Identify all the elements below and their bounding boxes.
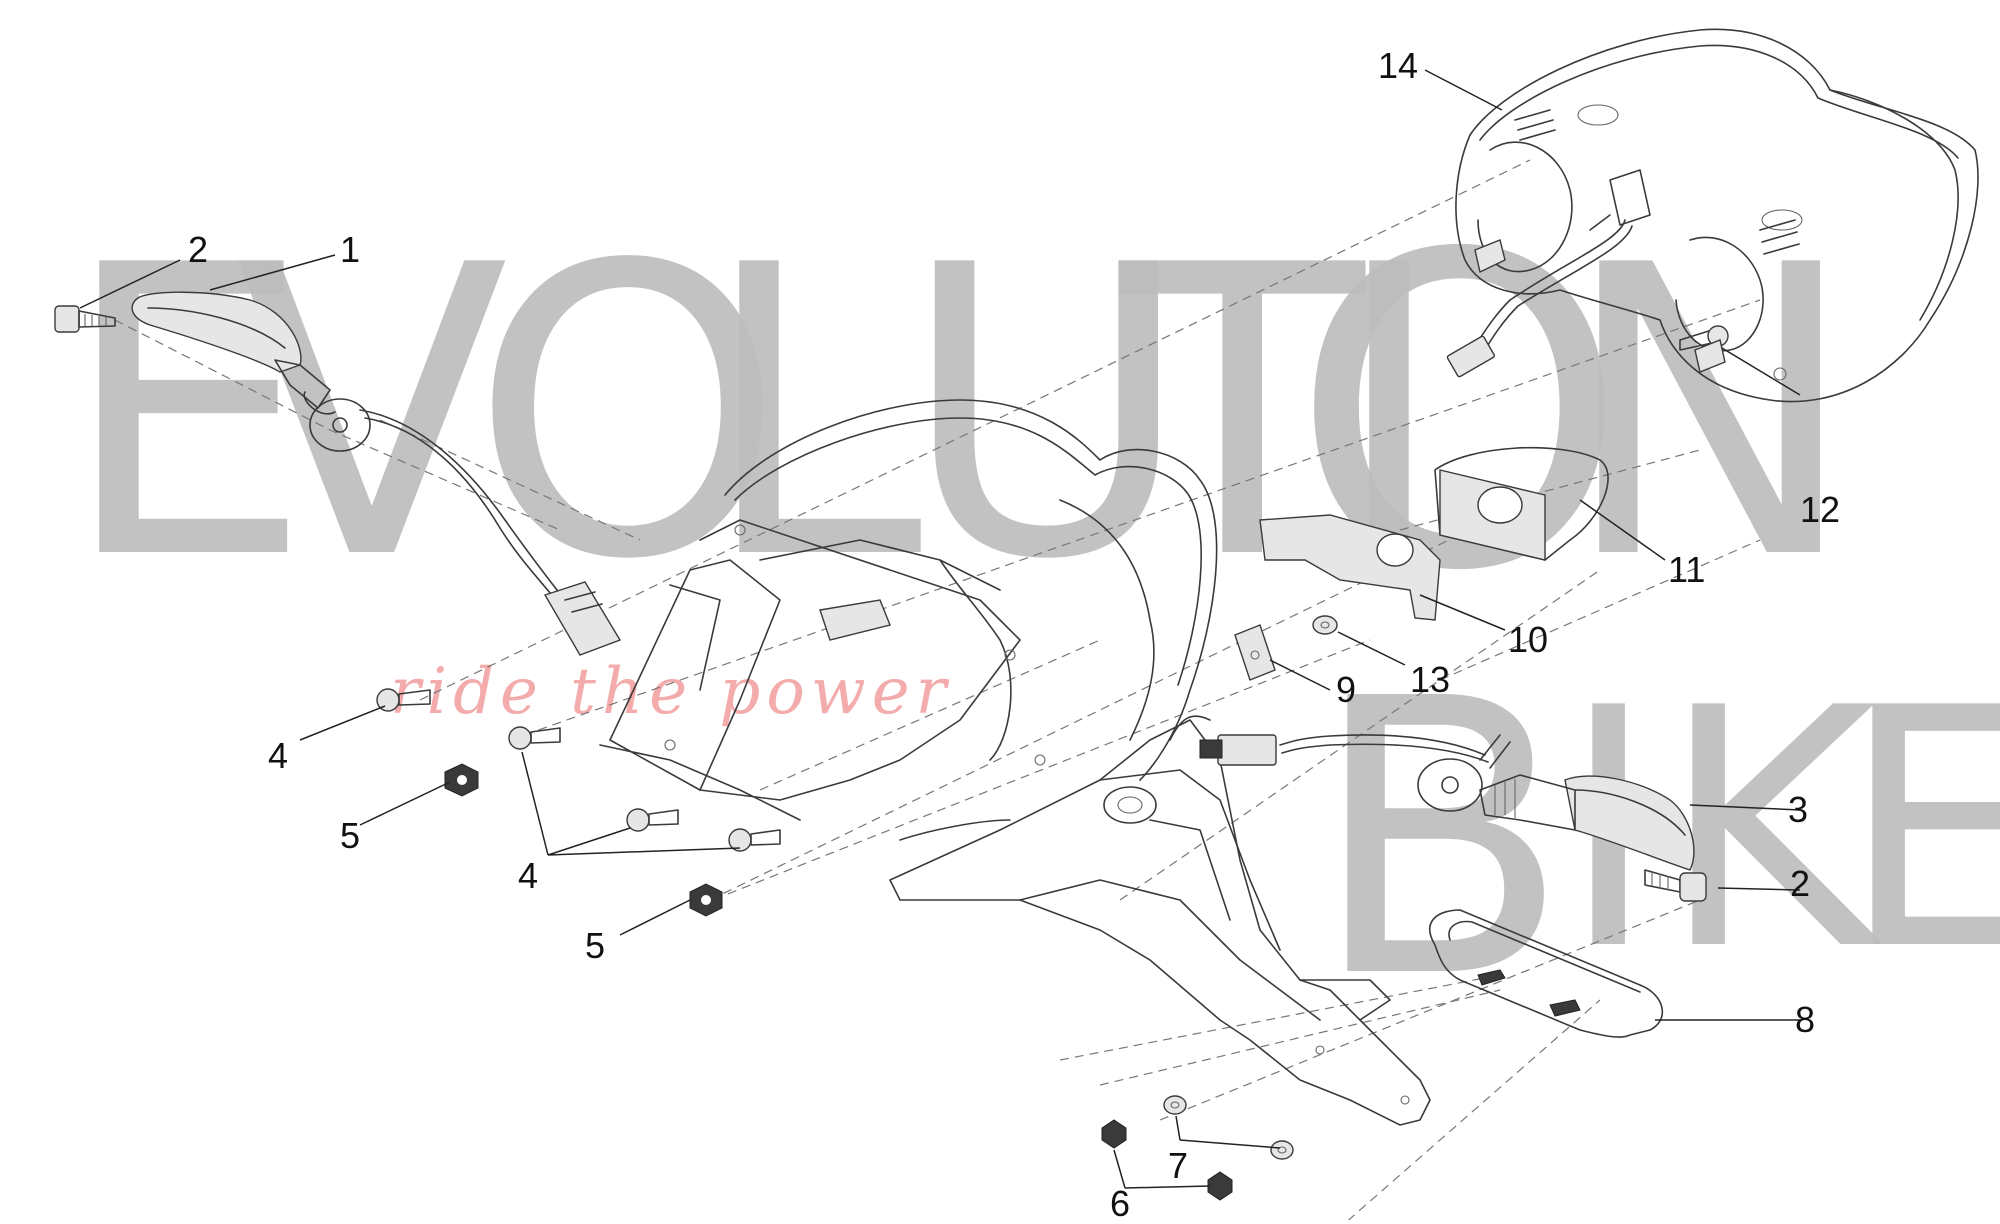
callout-3: 3 [1788, 789, 1809, 830]
callout-2-left: 2 [188, 229, 209, 270]
washer-13 [1312, 615, 1338, 635]
watermark-letter: U [900, 182, 1193, 647]
callout-11: 11 [1668, 549, 1706, 590]
lamp-cover-11 [1434, 446, 1609, 561]
nut-6-b [1207, 1171, 1233, 1201]
watermark-letter: V [235, 182, 509, 647]
nut-5-a [444, 763, 479, 797]
license-plate-bracket [889, 715, 1431, 1126]
callout-8: 8 [1795, 999, 1816, 1040]
watermark-letter: E [60, 182, 313, 647]
callout-5-left: 5 [340, 815, 361, 856]
screw-4-c [626, 808, 679, 832]
screw-4-a [376, 688, 431, 712]
clip-9 [1234, 624, 1276, 681]
assembly-guides [114, 159, 1761, 1220]
washer-7-a [1163, 1095, 1187, 1115]
callout-4-left: 4 [268, 735, 289, 776]
left-connector [543, 581, 622, 656]
callout-2-right: 2 [1790, 863, 1811, 904]
watermark-letter: B [1310, 618, 1571, 1061]
watermark-tagline: ride the power [390, 655, 953, 729]
callout-7: 7 [1168, 1145, 1189, 1186]
tail-light-14 [1446, 28, 1979, 403]
callout-14: 14 [1378, 45, 1419, 86]
lamp-bracket-10 [1259, 514, 1441, 621]
callout-9: 9 [1336, 669, 1357, 710]
callout-10: 10 [1508, 619, 1549, 660]
callout-5-lower: 5 [585, 925, 606, 966]
washer-7-b [1270, 1140, 1294, 1160]
license-plate-lamp [1429, 909, 1664, 1038]
callout-1: 1 [340, 229, 361, 270]
callout-6: 6 [1110, 1183, 1131, 1224]
tail-undertray [599, 399, 1218, 841]
nut-5-b [689, 883, 723, 917]
nut-6-a [1101, 1119, 1127, 1149]
callout-12: 12 [1800, 489, 1841, 530]
watermark-letter: N [1560, 182, 1860, 647]
leader-lines [79, 69, 1801, 1189]
left-indicator-lamp [131, 291, 566, 606]
callout-13: 13 [1410, 659, 1451, 700]
right-indicator-lamp [1199, 734, 1695, 871]
screw-left-indicator [54, 305, 116, 333]
screw-4-d [728, 828, 781, 852]
watermark-letter: E [1840, 638, 2000, 1022]
watermark-letter: L [700, 182, 923, 647]
screw-right-indicator [1644, 869, 1707, 902]
screw-4-b [508, 726, 561, 750]
callout-4-group: 4 [518, 855, 539, 896]
watermark-letter: K [1660, 638, 1877, 1022]
